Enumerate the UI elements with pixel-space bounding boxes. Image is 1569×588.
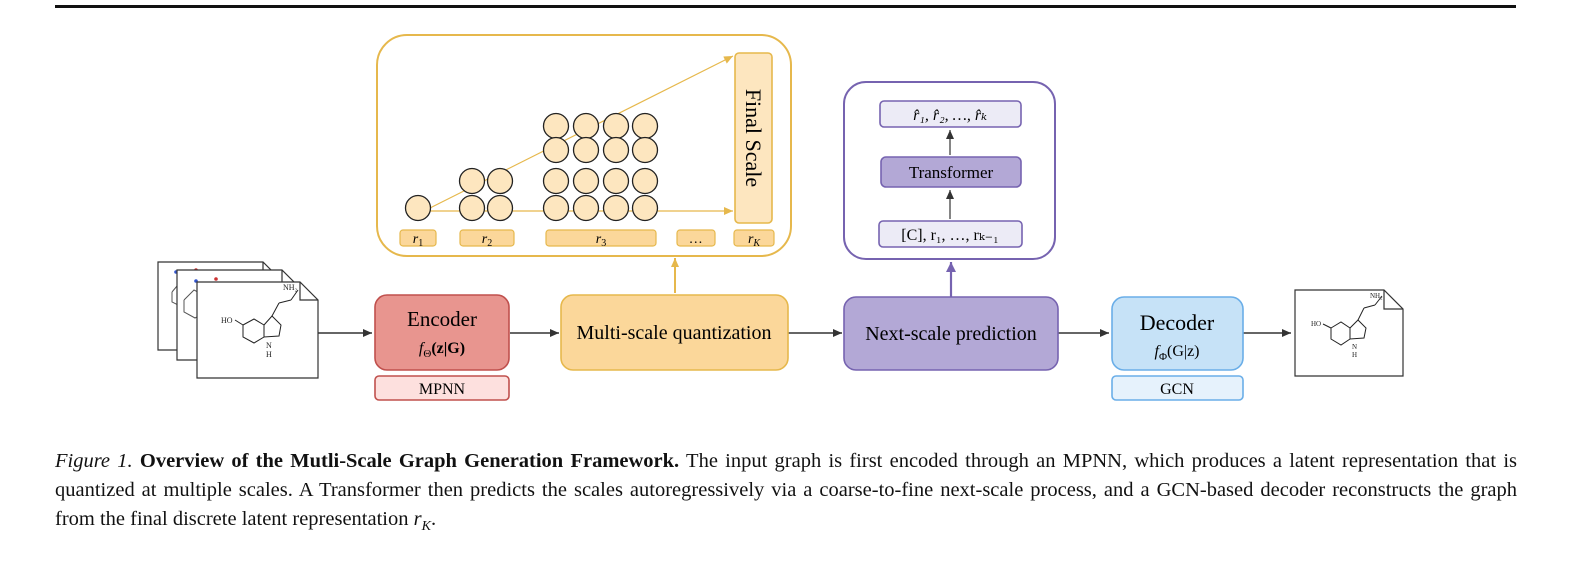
- molecule-ho-label: HO: [221, 316, 233, 325]
- scale-3-token: [542, 112, 570, 140]
- prediction-label: Next-scale prediction: [865, 323, 1037, 345]
- scale-3-token: [572, 136, 600, 164]
- prediction-box: [843, 296, 1059, 371]
- scale-label: r3: [596, 232, 606, 249]
- scale-labels-row: r1 r2 r3 … rK: [399, 229, 775, 249]
- quantization-label: Multi-scale quantization: [577, 322, 772, 344]
- scale-3-token: [631, 194, 659, 222]
- decoder-block: Decoder fΦ(G|z) GCN: [1111, 296, 1244, 401]
- top-rule: [55, 5, 1516, 8]
- output-nh2-label: NH₂: [1370, 292, 1383, 300]
- quantization-block: Multi-scale quantization: [560, 294, 789, 371]
- scale-3-token: [572, 112, 600, 140]
- transformer-box: [880, 156, 1022, 188]
- scale-3-token: [631, 136, 659, 164]
- transformer-input-box: [878, 220, 1023, 248]
- figure-caption: Figure 1. Overview of the Mutli-Scale Gr…: [55, 447, 1517, 541]
- scale-3-token: [602, 167, 630, 195]
- output-graph-document: NH₂ HO N H: [1294, 289, 1404, 377]
- scale-3-token: [542, 136, 570, 164]
- decoder-label: Decoder: [1140, 310, 1215, 335]
- scale-token-grid: [404, 112, 659, 222]
- transformer-input: [C], r₁, …, rₖ₋₁: [901, 227, 998, 244]
- framework-diagram: NH₂ HO N H Encoder fΘ(z|G) MPNN Multi-sc…: [157, 34, 1404, 401]
- scale-3-token: [542, 167, 570, 195]
- output-ho-label: HO: [1311, 320, 1321, 328]
- scale-label-box: [545, 229, 657, 247]
- scale-label-box: [676, 229, 716, 247]
- scale-3-token: [602, 136, 630, 164]
- input-document-front: NH₂ HO N H: [196, 281, 319, 379]
- transformer-label: Transformer: [909, 163, 994, 182]
- quantization-box: [560, 294, 789, 371]
- scale-3-token: [631, 167, 659, 195]
- scale-label-box: [459, 229, 515, 247]
- decoder-tag-box: [1111, 375, 1244, 401]
- scales-panel: Final Scale r1 r2 r3 … rK: [376, 34, 792, 257]
- encoder-tag: MPNN: [419, 381, 466, 398]
- encoder-block: Encoder fΘ(z|G) MPNN: [374, 294, 510, 401]
- scale-2-token: [458, 167, 486, 195]
- transformer-panel: r̂₁, r̂₂, …, r̂ₖ Transformer [C], r₁, …,…: [843, 81, 1056, 260]
- caption-figure-label: Figure 1.: [55, 450, 133, 472]
- scale-3-token: [542, 194, 570, 222]
- encoder-label: Encoder: [407, 307, 477, 331]
- output-n-label: N: [1352, 343, 1357, 351]
- caption-end: .: [430, 508, 437, 530]
- scale-2-token: [486, 167, 514, 195]
- scale-label-box: [733, 229, 775, 247]
- final-scale-box: [734, 52, 773, 224]
- transformer-output: r̂₁, r̂₂, …, r̂ₖ: [913, 107, 987, 124]
- scale-label: r1: [413, 232, 423, 249]
- encoder-tag-box: [374, 375, 510, 401]
- molecule-n-label: N: [266, 341, 272, 350]
- scale-3-token: [631, 112, 659, 140]
- decoder-box: [1111, 296, 1244, 371]
- final-scale-label: Final Scale: [741, 89, 766, 187]
- caption-final-symbol: rK: [413, 508, 431, 535]
- scale-3-token: [572, 167, 600, 195]
- scale-3-token: [572, 194, 600, 222]
- decoder-tag: GCN: [1160, 381, 1194, 398]
- decoder-formula: fΦ(G|z): [1154, 343, 1199, 363]
- output-h-label: H: [1352, 351, 1357, 359]
- scale-2-token: [458, 194, 486, 222]
- transformer-output-box: [879, 100, 1022, 128]
- scale-label-box: [399, 229, 437, 247]
- molecule-nh2-label: NH₂: [283, 283, 298, 292]
- caption-body: The input graph is first encoded through…: [55, 450, 1517, 530]
- caption-title: Overview of the Mutli-Scale Graph Genera…: [139, 450, 680, 472]
- prediction-block: Next-scale prediction: [843, 296, 1059, 371]
- scale-label: …: [690, 232, 702, 247]
- scale-1-token: [404, 194, 432, 222]
- molecule-serotonin-output: [1322, 295, 1383, 346]
- scale-label: r2: [482, 232, 492, 249]
- scale-2-token: [486, 194, 514, 222]
- encoder-formula: fΘ(z|G): [419, 340, 465, 360]
- scale-3-token: [602, 112, 630, 140]
- input-graph-stack: NH₂ HO N H: [157, 261, 319, 379]
- scale-3-token: [602, 194, 630, 222]
- molecule-serotonin-input: [234, 289, 299, 344]
- molecule-h-label: H: [266, 350, 272, 359]
- encoder-box: [374, 294, 510, 371]
- scale-label: rK: [748, 232, 761, 249]
